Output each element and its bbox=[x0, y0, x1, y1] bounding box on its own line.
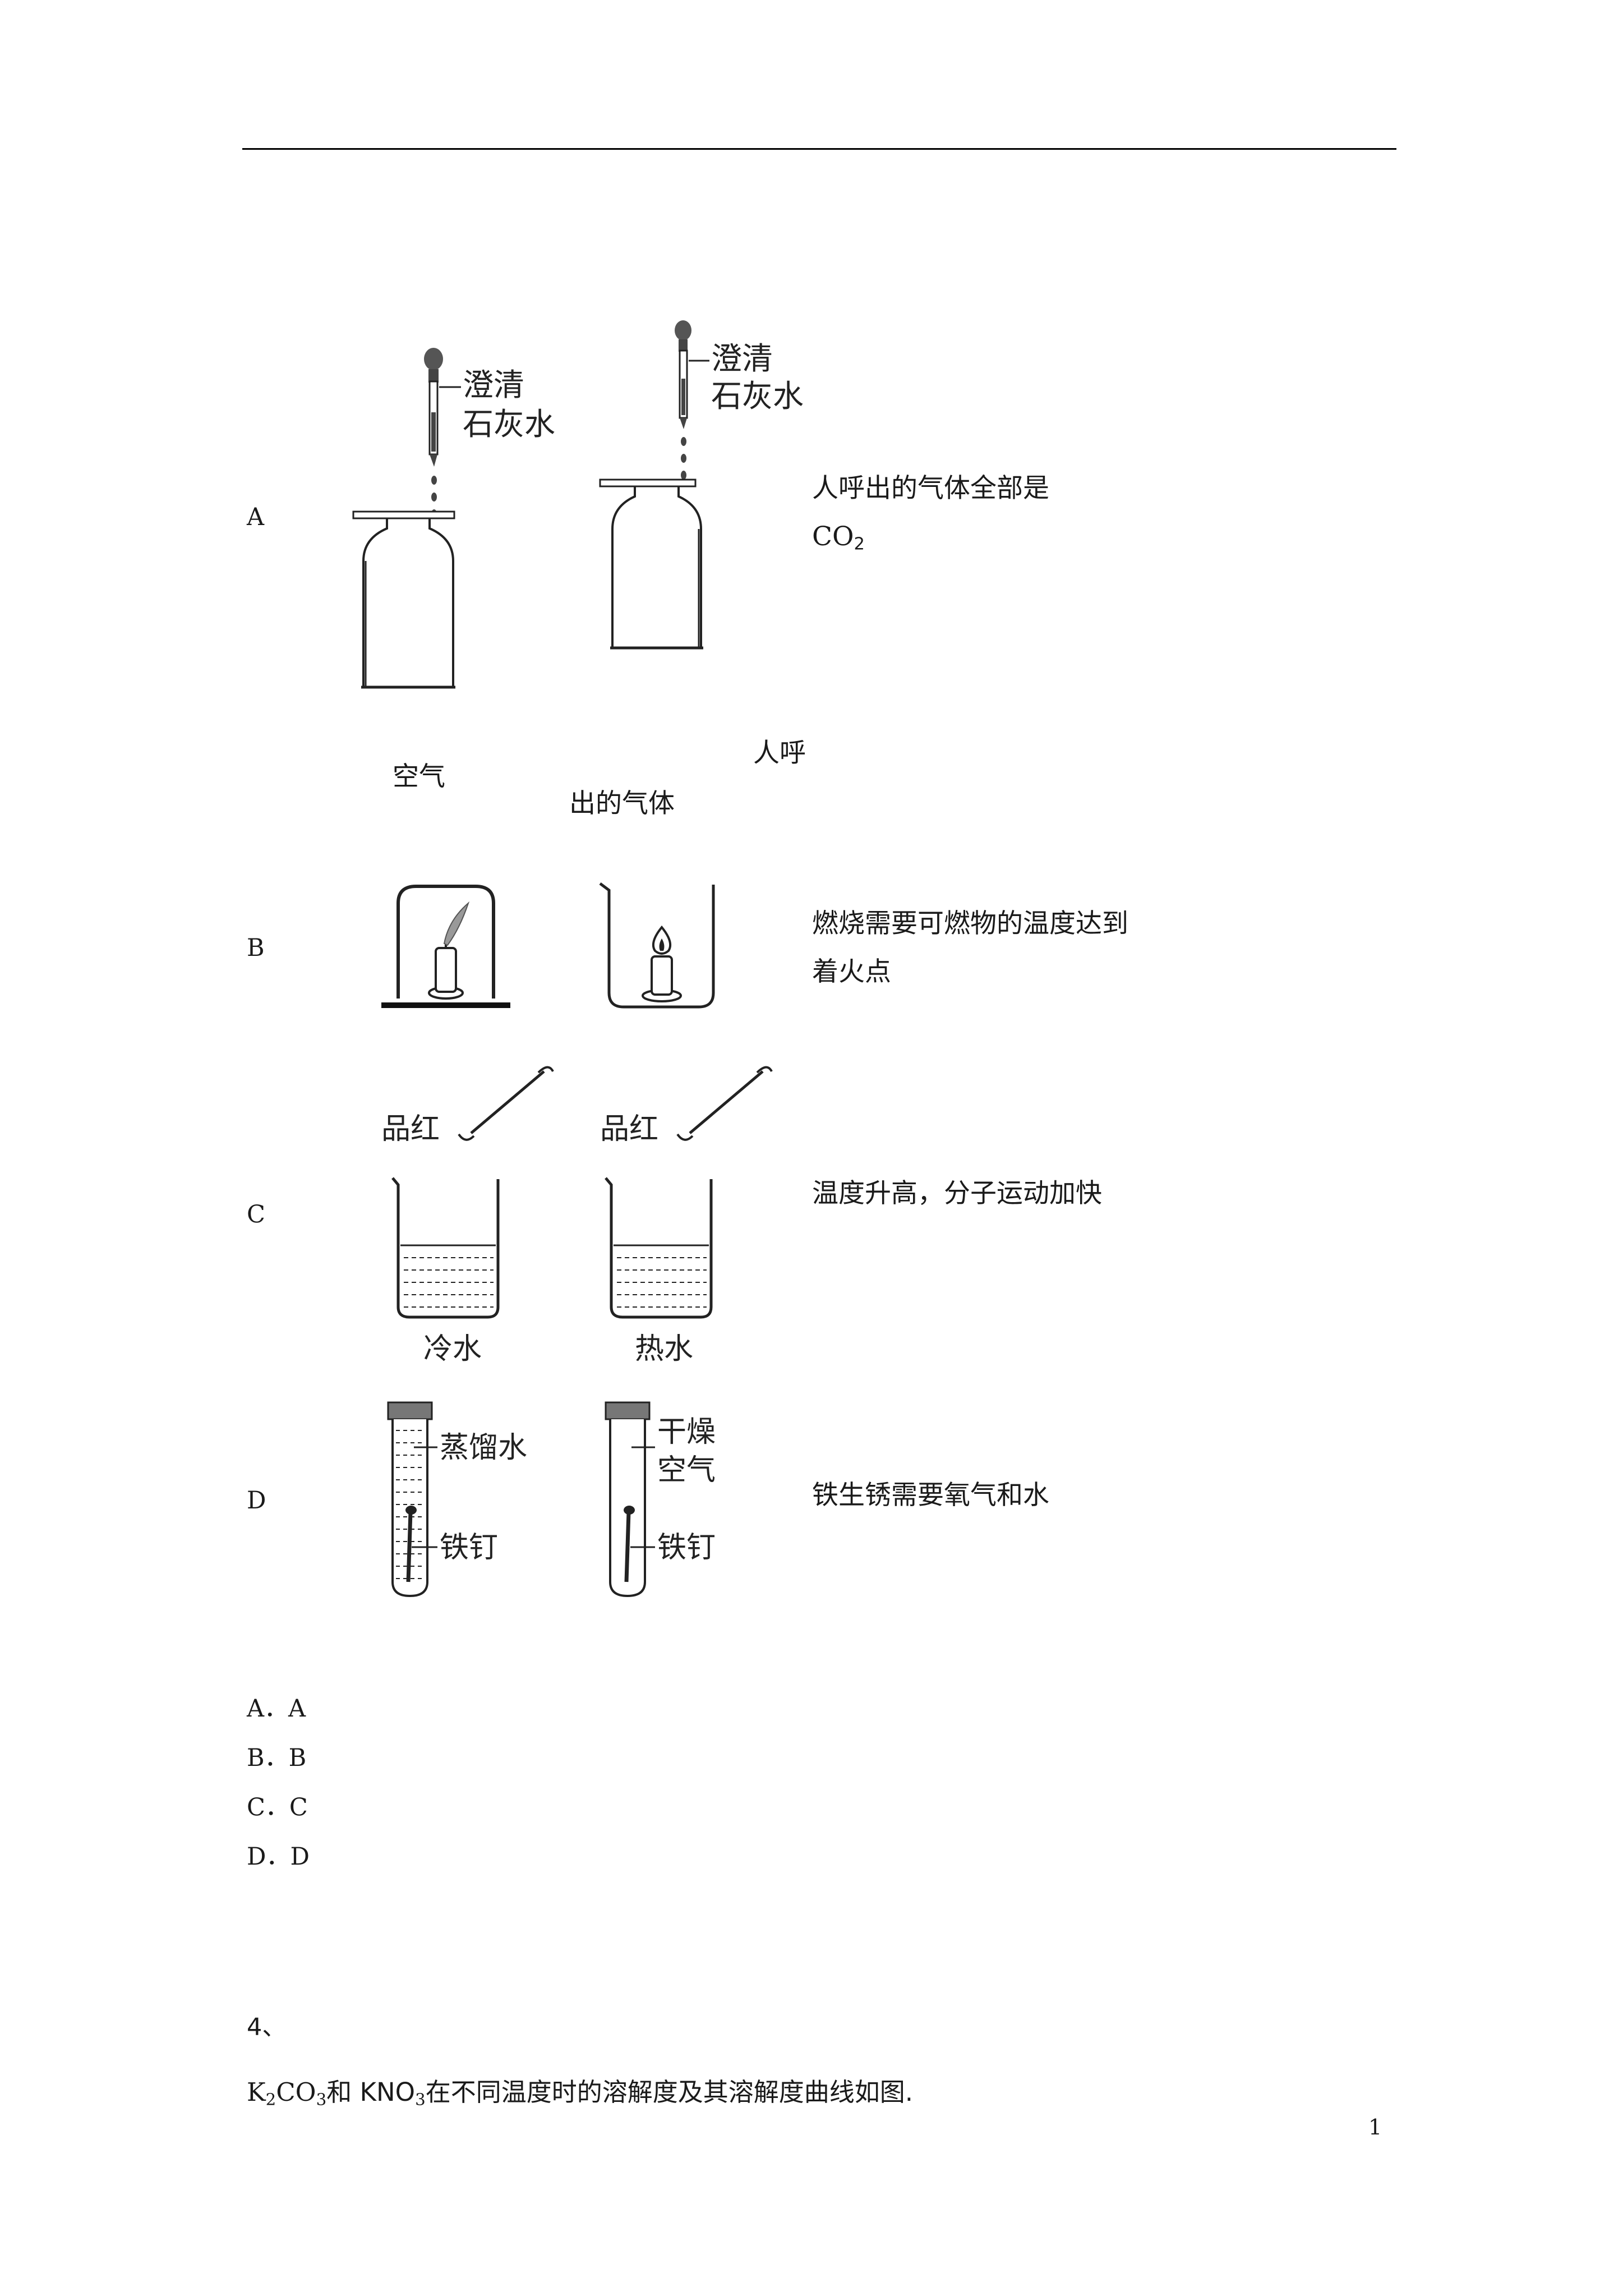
dye-in-hot-water-figure: 品红 热水 bbox=[600, 1066, 773, 1366]
dye-label: 品红 bbox=[381, 1112, 440, 1146]
question-number: 4、 bbox=[247, 2013, 287, 2041]
option-a[interactable]: A．A bbox=[247, 1695, 306, 1723]
header-rule bbox=[242, 148, 1396, 150]
candle-in-beaker-figure bbox=[599, 882, 715, 1009]
page-number: 1 bbox=[1368, 2115, 1382, 2139]
dropper-label-1: 澄清 bbox=[463, 367, 524, 403]
spoon-icon bbox=[458, 1066, 554, 1141]
nail-label: 铁钉 bbox=[657, 1531, 716, 1565]
row-a-conclusion: 人呼出的气体全部是 CO2 bbox=[812, 473, 1049, 554]
lime-water-breath-bottle-figure: 澄清 石灰水 bbox=[599, 320, 804, 650]
dropper-icon bbox=[424, 348, 443, 518]
candle-icon bbox=[642, 925, 682, 1002]
cold-water-label: 冷水 bbox=[423, 1332, 482, 1366]
option-c[interactable]: C．C bbox=[247, 1793, 308, 1821]
hot-water-label: 热水 bbox=[635, 1332, 693, 1366]
row-b-conclusion: 燃烧需要可燃物的温度达到着火点 bbox=[812, 908, 1128, 987]
nail-label: 铁钉 bbox=[440, 1531, 498, 1565]
caption-breath-1: 人呼 bbox=[753, 738, 806, 769]
gas-bottle-icon bbox=[352, 510, 455, 689]
nail-in-dry-air-figure: 干燥 空气 铁钉 bbox=[605, 1401, 716, 1598]
row-letter-d: D bbox=[247, 1487, 266, 1515]
test-tube-icon bbox=[387, 1401, 433, 1598]
dropper-icon bbox=[675, 320, 691, 480]
row-d-conclusion: 铁生锈需要氧气和水 bbox=[812, 1480, 1049, 1511]
row-letter-c: C bbox=[247, 1200, 265, 1228]
dye-in-cold-water-figure: 品红 冷水 bbox=[381, 1066, 554, 1366]
question-stem: K2CO3和 KNO3在不同温度时的溶解度及其溶解度曲线如图. bbox=[247, 2077, 914, 2109]
beaker-icon bbox=[605, 1177, 713, 1319]
beaker-icon bbox=[391, 1177, 500, 1319]
option-b[interactable]: B．B bbox=[247, 1744, 307, 1772]
dye-label: 品红 bbox=[600, 1112, 658, 1146]
dropper-label-2: 石灰水 bbox=[463, 406, 555, 442]
row-letter-a: A bbox=[247, 503, 265, 531]
option-d[interactable]: D．D bbox=[247, 1843, 310, 1871]
caption-breath-2: 出的气体 bbox=[569, 788, 675, 819]
candle-under-bell-jar-figure bbox=[381, 885, 510, 1008]
caption-air: 空气 bbox=[393, 761, 445, 792]
row-letter-b: B bbox=[247, 934, 265, 962]
test-tube-icon bbox=[605, 1401, 651, 1598]
spoon-icon bbox=[676, 1066, 773, 1141]
nail-in-distilled-water-figure: 蒸馏水 铁钉 bbox=[387, 1401, 527, 1598]
dry-label-2: 空气 bbox=[657, 1453, 716, 1487]
gas-bottle-icon bbox=[599, 478, 703, 650]
lime-water-air-bottle-figure: 澄清 石灰水 bbox=[352, 348, 555, 689]
dropper-label-2: 石灰水 bbox=[711, 378, 804, 414]
iron-nail-icon bbox=[624, 1506, 635, 1582]
distilled-water-label: 蒸馏水 bbox=[440, 1431, 527, 1465]
row-c-conclusion: 温度升高，分子运动加快 bbox=[812, 1178, 1102, 1209]
dropper-label-1: 澄清 bbox=[711, 341, 773, 376]
iron-nail-icon bbox=[405, 1506, 417, 1582]
candle-icon bbox=[428, 901, 470, 1000]
dry-label-1: 干燥 bbox=[657, 1415, 716, 1449]
